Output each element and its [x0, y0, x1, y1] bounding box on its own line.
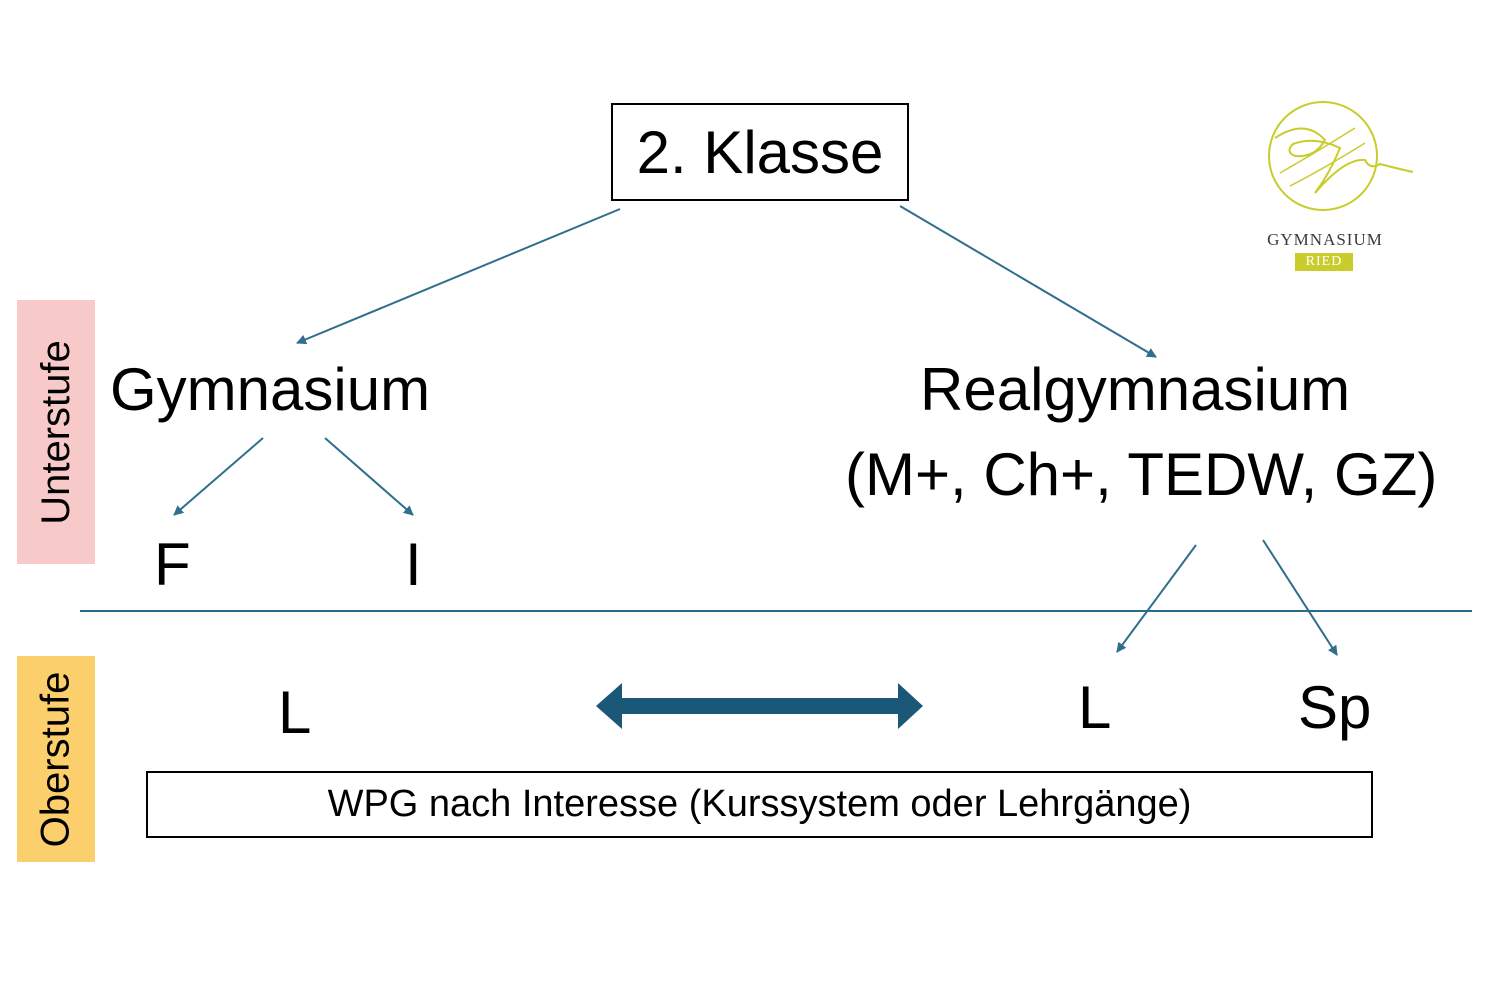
node-realgymnasium-subjects: (M+, Ch+, TEDW, GZ): [845, 441, 1438, 508]
logo-tag: RIED: [1295, 253, 1353, 271]
node-oberstufe-l-right: L: [1078, 674, 1112, 741]
node-gymnasium: Gymnasium: [110, 356, 431, 423]
double-arrow-icon: [596, 683, 923, 729]
stage-label-oberstufe: Oberstufe: [17, 656, 95, 862]
arrow-gymnasium-to-i: [324, 437, 414, 516]
school-logo: GYMNASIUM RIED: [1245, 98, 1425, 278]
arrow-klasse-to-gymnasium: [296, 208, 621, 345]
node-f: F: [154, 531, 191, 598]
logo-name: GYMNASIUM: [1267, 230, 1383, 249]
node-oberstufe-l-left: L: [278, 679, 312, 746]
stage-unterstufe-text: Unterstufe: [33, 339, 78, 525]
arrow-gymnasium-to-f: [173, 437, 264, 516]
node-oberstufe-sp: Sp: [1298, 674, 1372, 741]
node-realgymnasium: Realgymnasium: [920, 356, 1351, 423]
signature-circle-icon: [1268, 101, 1414, 211]
stage-oberstufe-text: Oberstufe: [33, 671, 78, 847]
node-i: I: [405, 531, 422, 598]
node-2-klasse: 2. Klasse: [611, 103, 909, 201]
node-2-klasse-label: 2. Klasse: [636, 118, 884, 186]
wpg-label: WPG nach Interesse (Kurssystem oder Lehr…: [327, 783, 1192, 825]
arrow-realgymnasium-to-l: [1116, 544, 1197, 653]
arrow-klasse-to-realgymnasium: [899, 205, 1157, 358]
arrow-realgymnasium-to-sp: [1262, 539, 1338, 656]
stage-label-unterstufe: Unterstufe: [17, 300, 95, 564]
wpg-box: WPG nach Interesse (Kurssystem oder Lehr…: [146, 771, 1373, 838]
